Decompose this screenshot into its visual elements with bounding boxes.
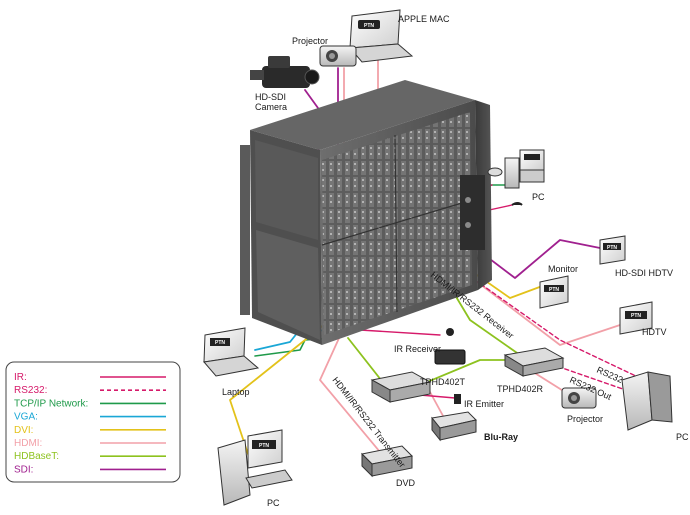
- hdtv-device: PTN: [619, 301, 653, 335]
- label-projector-top: Projector: [292, 36, 328, 46]
- laptop-device: PTN: [203, 327, 260, 377]
- legend-label: SDI:: [14, 464, 33, 475]
- ptn-badge: PTN: [215, 340, 225, 346]
- cable-ir-receiver: [359, 329, 441, 336]
- tphd402t-device: [370, 371, 432, 403]
- pc-bottom-left-device: PTN: [217, 429, 293, 506]
- cable-hdbaset-transmitter: [347, 337, 386, 386]
- ptn-badge: PTN: [631, 313, 641, 319]
- legend-label: VGA:: [14, 412, 38, 423]
- legend-label: RS232:: [14, 385, 47, 396]
- legend-label: DVI:: [14, 425, 33, 436]
- label-pc-bottom-left: PC: [267, 498, 280, 508]
- label-monitor: Monitor: [548, 264, 578, 274]
- hdsdi-hdtv-device: PTN: [599, 235, 626, 265]
- label-laptop: Laptop: [222, 387, 250, 397]
- label-pc-bottom-right: PC: [676, 432, 689, 442]
- legend-label: IR:: [14, 372, 27, 383]
- legend-label: HDMI:: [14, 438, 42, 449]
- projector-bottom-device: [561, 387, 597, 409]
- projector-top-device: [319, 45, 357, 67]
- label-hdsdi-camera-1: HD-SDI: [255, 92, 286, 102]
- label-blu-ray: Blu-Ray: [484, 432, 518, 442]
- monitor-device: PTN: [539, 275, 569, 309]
- cable-sdi-hdtv: [477, 239, 601, 279]
- ir-emitter-device: [454, 394, 461, 404]
- label-projector-bottom: Projector: [567, 414, 603, 424]
- ir-receiver-device: [434, 328, 466, 365]
- matrix-switcher: [240, 80, 492, 345]
- cable-hdmi-dvd: [319, 324, 386, 459]
- cable-hdbaset-link: [419, 359, 506, 386]
- label-tphd402t: TPHD402T: [420, 377, 466, 387]
- cable-ir-emitter: [419, 394, 456, 399]
- label-hdtv: HDTV: [642, 327, 667, 337]
- ptn-badge: PTN: [259, 443, 269, 449]
- ptn-badge: PTN: [549, 287, 559, 293]
- pc-bottom-right-device: [621, 371, 673, 431]
- label-hdsdi-camera-2: Camera: [255, 102, 287, 112]
- cable-hdmi-hdtv: [471, 277, 621, 346]
- ptn-badge: PTN: [607, 245, 617, 251]
- legend: IR: RS232: TCP/IP Network: VGA: DVI: HDMI: HDB…: [5, 361, 181, 483]
- label-hdsdi-hdtv: HD-SDI HDTV: [615, 268, 673, 278]
- label-ir-emitter: IR Emitter: [464, 399, 504, 409]
- cable-rs232: [457, 267, 641, 379]
- apple-mac-laptop: PTN: [348, 9, 414, 63]
- blu-ray-device: [431, 411, 477, 442]
- label-dvd: DVD: [396, 478, 416, 488]
- pc-top-right-device: [487, 149, 545, 206]
- label-apple-mac: APPLE MAC: [398, 14, 450, 24]
- dvd-device: [360, 445, 414, 478]
- label-pc-top-right: PC: [532, 192, 545, 202]
- ptn-badge: PTN: [364, 23, 374, 29]
- label-tphd402r: TPHD402R: [497, 384, 544, 394]
- legend-label: TCP/IP Network:: [14, 398, 88, 409]
- tphd402r-device: [503, 347, 565, 377]
- hdsdi-camera-device: [250, 56, 320, 88]
- legend-label: HDBaseT:: [14, 451, 59, 462]
- label-ir-receiver: IR Receiver: [394, 344, 441, 354]
